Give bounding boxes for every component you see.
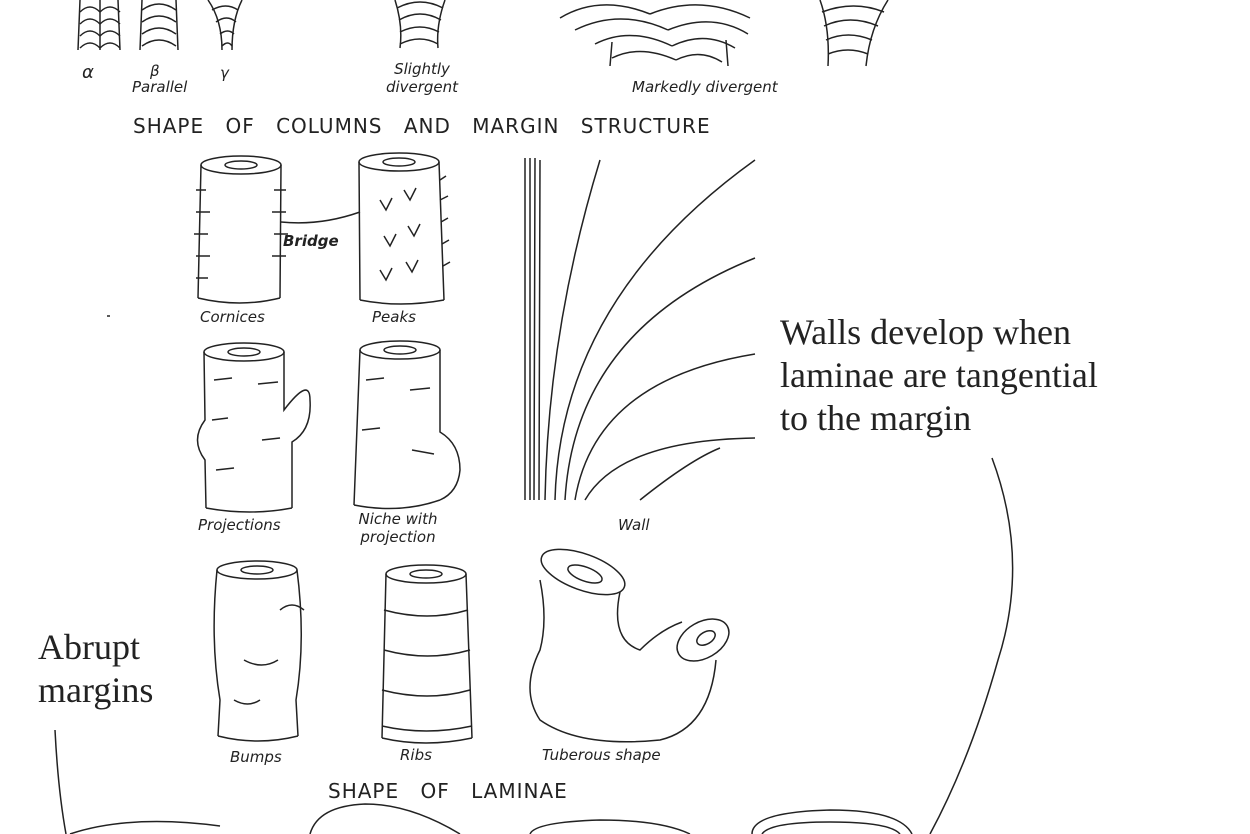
ribs-label: Ribs [400, 746, 432, 764]
wall-label: Wall [618, 516, 650, 534]
markedly-divergent-label: Markedly divergent [632, 78, 778, 96]
gamma-label: γ [220, 64, 229, 82]
column-markedly-divergent-drawing [559, 0, 889, 67]
slightly-divergent-label: Slightly divergent [385, 60, 459, 96]
niche-drawing [353, 340, 461, 510]
bridge-label: Bridge [283, 232, 339, 250]
walls-pointer-line [929, 457, 1014, 834]
wall-drawing [524, 157, 756, 501]
abrupt-margins-annotation: Abrupt margins [38, 627, 154, 710]
column-slightly-divergent-drawing [394, 0, 446, 49]
cornices-drawing [194, 155, 361, 304]
bumps-drawing [213, 560, 305, 742]
cornices-label: Cornices [200, 308, 265, 326]
projections-label: Projections [198, 516, 281, 534]
peaks-drawing [358, 152, 451, 305]
laminae-drawings [69, 803, 913, 834]
column-gamma-drawing [207, 0, 243, 51]
alpha-label: α [82, 62, 94, 83]
laminae-heading: SHAPE OF LAMINAE [328, 779, 568, 803]
tuberous-label: Tuberous shape [542, 746, 661, 764]
abrupt-pointer-line [54, 729, 67, 834]
ribs-drawing [381, 564, 473, 744]
bumps-label: Bumps [230, 748, 282, 766]
tuberous-drawing [529, 548, 730, 743]
parallel-label: Parallel [132, 78, 188, 96]
beta-label: β [150, 62, 160, 80]
peaks-label: Peaks [372, 308, 416, 326]
niche-label: Niche with projection [358, 510, 438, 546]
column-beta-drawing [139, 0, 179, 51]
column-alpha-drawing [77, 0, 121, 51]
walls-annotation: Walls develop when laminae are tangentia… [780, 312, 1098, 438]
columns-heading: SHAPE OF COLUMNS AND MARGIN STRUCTURE [133, 114, 711, 138]
projections-drawing [196, 342, 311, 513]
